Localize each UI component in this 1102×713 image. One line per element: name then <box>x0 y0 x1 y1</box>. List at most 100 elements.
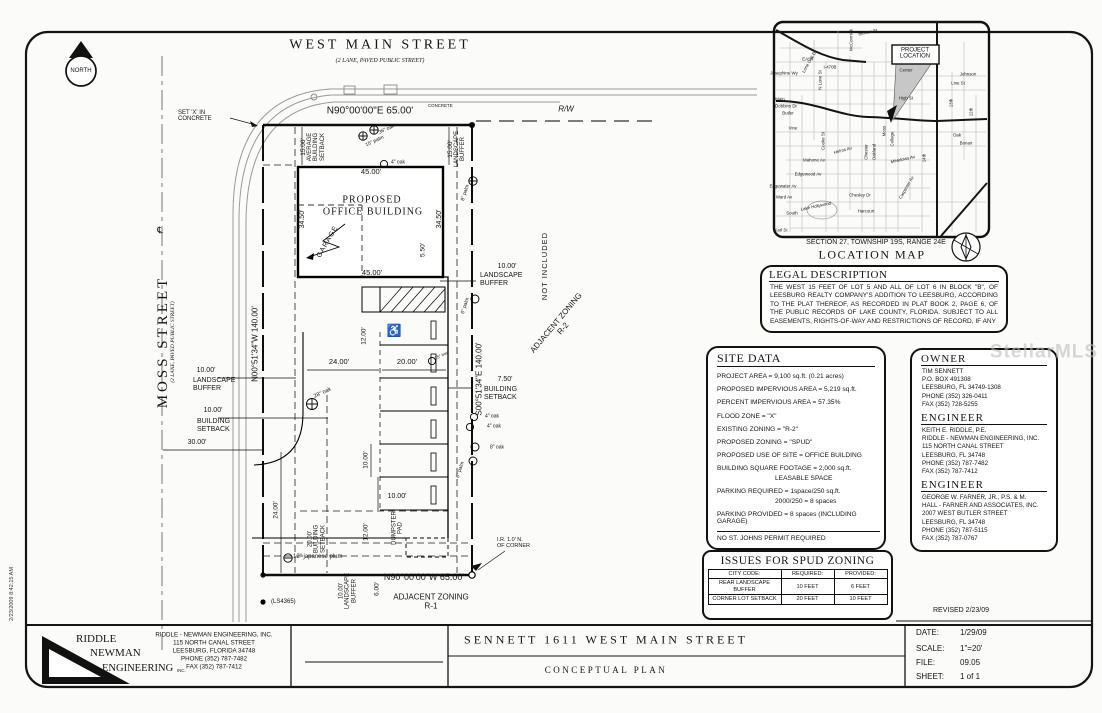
map-street-label: South <box>786 210 798 216</box>
dim-7-5ft: 7.50' <box>497 376 513 384</box>
dim-24ft-aisle: 24.00' <box>328 356 350 366</box>
sheet-label: SHEET: <box>916 672 945 681</box>
avg-building-setback-label: 15.00' AVERAGE BUILDING SETBACK <box>299 132 326 162</box>
company-address-line: 115 NORTH CANAL STREET <box>173 639 255 647</box>
right-of-way-label: R/W <box>558 104 574 114</box>
riddle-newman-logo <box>42 636 130 684</box>
scale-value: 1"=20' <box>960 644 983 653</box>
lake-shape <box>806 200 838 220</box>
dim-10ft-left-setback: 10.00' <box>203 407 223 415</box>
site-data-row: EXISTING ZONING = "R-2" <box>717 425 799 433</box>
dumpster-pad-outline <box>405 537 449 558</box>
dim-10ft-stall-width: 10.00' <box>362 451 370 469</box>
map-street-label: Chesley Dr <box>849 192 871 198</box>
company-name-line: ENGINEERING <box>102 663 174 674</box>
dim-34-5ft-left: 34.50' <box>299 209 307 229</box>
company-address-line: LEESBURG, FLORIDA 34748 <box>172 647 256 655</box>
spud-zoning-box: ISSUES FOR SPUD ZONING CITY CODE: REQUIR… <box>702 550 893 620</box>
legal-description-box: LEGAL DESCRIPTION THE WEST 15 FEET OF LO… <box>760 265 1008 333</box>
map-street-label: Karl St <box>774 227 788 233</box>
centerline-symbol: ℄ <box>157 225 163 236</box>
map-street-label: N Lone St <box>817 70 823 90</box>
wheel-stops <box>430 320 437 505</box>
north-arrow-label: NORTH <box>70 67 92 74</box>
map-street-label: EAST <box>802 56 814 62</box>
file-label: FILE: <box>916 658 936 667</box>
walkway-hatch <box>361 286 446 313</box>
corner-monument <box>469 122 475 128</box>
date-value: 1/29/09 <box>960 628 987 637</box>
map-street-label: Oak <box>952 132 962 138</box>
revised-note: REVISED 2/23/09 <box>933 607 990 614</box>
site-data-row: NO ST. JOHNS PERMIT REQUIRED <box>717 531 880 542</box>
engineer-heading: ENGINEER <box>921 479 1047 493</box>
garage-leader-line <box>308 223 346 258</box>
ls4365-label: (LS4365) <box>271 599 296 605</box>
dim-6ft: 6.00' <box>373 582 381 596</box>
tree-symbols <box>283 125 480 563</box>
north-arrow-icon <box>65 41 97 87</box>
dim-12ft-walkway: 12.00' <box>360 327 368 345</box>
corner-monument <box>260 599 266 605</box>
location-map-border <box>772 20 991 239</box>
contacts-box: OWNER TIM SENNETT P.O. BOX 491308 LEESBU… <box>910 348 1058 552</box>
company-name-line: NEWMAN <box>90 647 141 659</box>
map-street-label: 12th <box>968 107 974 117</box>
location-map-graphic <box>772 20 991 262</box>
dim-30ft: 30.00' <box>187 439 207 447</box>
proposed-office-building-outline <box>296 165 445 279</box>
site-data-row: PARKING REQUIRED = 1space/250 sq.ft. <box>717 488 841 496</box>
map-street-label: College <box>889 131 895 147</box>
company-name-line: RIDDLE <box>76 633 117 645</box>
map-street-label: Oakland <box>871 143 877 161</box>
site-data-box: SITE DATA PROJECT AREA = 9,100 sq.ft. (0… <box>706 346 886 550</box>
dim-10ft-bottom-stall: 10.00' <box>387 493 407 501</box>
site-data-row: PARKING PROVIDED = 8 spaces (INCLUDING G… <box>717 511 857 526</box>
site-data-row: LEASABLE SPACE <box>775 475 833 482</box>
project-location-label: PROJECT LOCATION <box>899 47 931 60</box>
project-location-box <box>891 44 940 65</box>
legal-description-title: LEGAL DESCRIPTION <box>769 269 999 282</box>
west-main-street-title: WEST MAIN STREET <box>289 37 471 53</box>
map-street-label: 14th <box>921 153 927 163</box>
site-data-row: PERCENT IMPERVIOUS AREA = 57.35% <box>717 399 841 407</box>
spud-zoning-title: ISSUES FOR SPUD ZONING <box>720 555 875 567</box>
bearing-north: N90°00'00"E 65.00' <box>326 105 414 117</box>
dumpster-pad-label: DUMPSTER PAD <box>391 511 404 545</box>
iron-rod-note: I.R. 1.0' N.OF CORNER <box>497 537 530 549</box>
garage-partition <box>298 204 363 277</box>
site-data-row: PROPOSED ZONING = "SPUD" <box>717 438 813 446</box>
site-data-row: PROPOSED USE OF SITE = OFFICE BUILDING <box>717 452 862 460</box>
dim-45ft-bottom: 45.00' <box>361 267 383 277</box>
bearing-south: N90°00'00"W 65.00' <box>383 572 465 583</box>
tree-label: 4" oak <box>486 423 502 430</box>
project-title: SENNETT 1611 WEST MAIN STREET <box>464 632 748 647</box>
tree-label: 4" oak <box>484 413 500 420</box>
map-street-label: Butler <box>782 110 794 116</box>
location-map-title: LOCATION MAP <box>818 247 926 262</box>
plan-type-subtitle: CONCEPTUAL PLAN <box>544 665 668 676</box>
engineer-heading: ENGINEER <box>921 412 1047 425</box>
dim-12ft-bottom: 12.00' <box>362 523 370 541</box>
site-data-row: PROJECT AREA = 9,100 sq.ft. (0.21 acres) <box>717 373 844 380</box>
map-street-label: Main <box>775 96 785 102</box>
site-data-title: SITE DATA <box>717 351 875 367</box>
bearing-west: N00°51'34"W 140.00' <box>250 306 260 382</box>
owner-heading: OWNER <box>921 353 1047 366</box>
tree-label: 4" oak <box>390 159 406 166</box>
not-included-label: NOT INCLUDED <box>539 231 549 301</box>
date-label: DATE: <box>916 628 939 637</box>
dim-34-5ft-right: 34.50' <box>436 209 444 229</box>
map-street-label: 13th <box>948 98 954 108</box>
moss-street-title: MOSS STREET (2 LANE, PAVED PUBLIC STREET… <box>154 275 177 409</box>
map-street-label: Josephine Wy <box>770 70 798 76</box>
map-street-label: Johnson <box>959 71 977 77</box>
dimension-lines <box>163 117 506 573</box>
map-street-label: High St <box>898 95 914 101</box>
